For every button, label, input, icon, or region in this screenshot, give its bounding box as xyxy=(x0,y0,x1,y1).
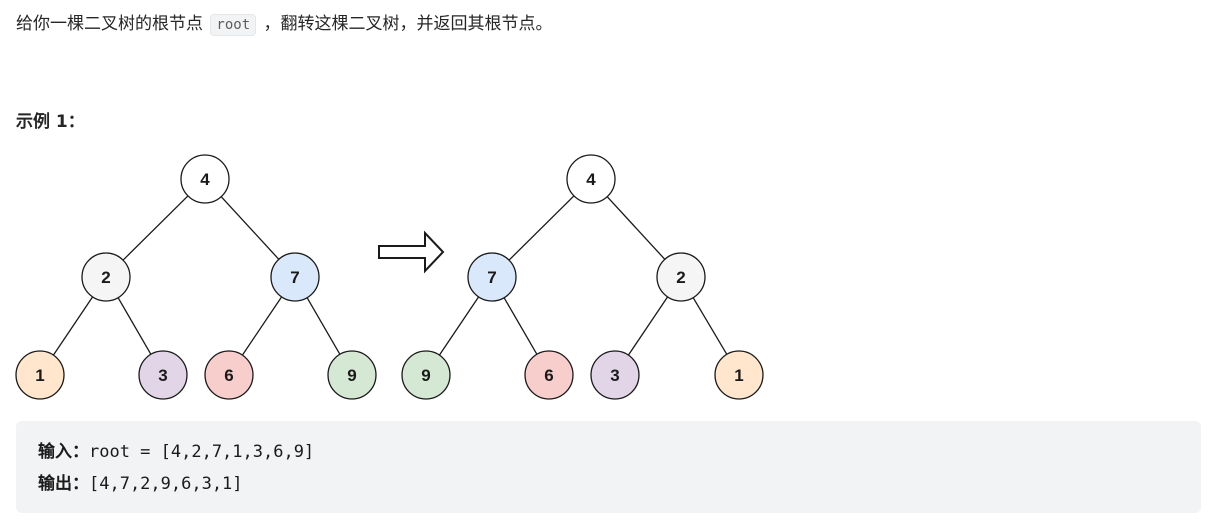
tree-node-circle xyxy=(401,350,451,400)
tree-node-label: 9 xyxy=(421,366,430,385)
example-title: 示例 1： xyxy=(16,112,85,132)
output-label: 输出： xyxy=(38,474,89,494)
tree-node-circle xyxy=(714,350,764,400)
example-input-line: 输入：root = [4,2,7,1,3,6,9] xyxy=(38,436,1179,468)
tree-node-circle xyxy=(467,252,517,302)
input-value: root = [4,2,7,1,3,6,9] xyxy=(89,442,315,462)
tree-node-circle xyxy=(81,252,131,302)
right-arrow-icon xyxy=(378,230,445,274)
original-tree-node-9: 9 xyxy=(327,350,377,400)
example-io-box: 输入：root = [4,2,7,1,3,6,9] 输出：[4,7,2,9,6,… xyxy=(16,421,1201,513)
tree-node-label: 3 xyxy=(158,366,167,385)
original-tree-node-7: 7 xyxy=(270,252,320,302)
tree-node-circle xyxy=(590,350,640,400)
inverted-tree-node-7: 7 xyxy=(467,252,517,302)
problem-description: 给你一棵二叉树的根节点 root ，翻转这棵二叉树，并返回其根节点。 xyxy=(16,10,553,39)
inverted-tree-node-1: 1 xyxy=(714,350,764,400)
inverted-tree-node-4: 4 xyxy=(566,154,616,204)
original-tree-edge-n7-n9 xyxy=(306,297,341,355)
tree-node-label: 9 xyxy=(347,366,356,385)
original-tree-node-6: 6 xyxy=(204,350,254,400)
tree-node-label: 2 xyxy=(101,268,110,287)
original-tree-edge-n2-n3 xyxy=(117,297,152,355)
tree-node-circle xyxy=(566,154,616,204)
tree-node-label: 1 xyxy=(734,366,743,385)
example-output-line: 输出：[4,7,2,9,6,3,1] xyxy=(38,468,1179,500)
original-tree-node-1: 1 xyxy=(15,350,65,400)
inverted-tree-edge-n7-n9 xyxy=(438,296,480,356)
invert-tree-figure: 4 2 7 1 3 6 9 4 7 2 9 6 3 1 xyxy=(15,154,764,400)
tree-node-circle xyxy=(327,350,377,400)
tree-node-circle xyxy=(524,350,574,400)
inverted-tree-edge-n4-n7 xyxy=(508,195,575,261)
output-value: [4,7,2,9,6,3,1] xyxy=(89,474,243,494)
tree-edges xyxy=(52,195,728,356)
tree-node-label: 4 xyxy=(200,170,210,189)
tree-node-label: 1 xyxy=(35,366,44,385)
tree-node-circle xyxy=(15,350,65,400)
input-label: 输入： xyxy=(38,442,89,462)
original-tree-edge-n7-n6 xyxy=(241,296,283,356)
original-tree-edge-n2-n1 xyxy=(52,296,94,356)
inverted-tree-edge-n7-n6 xyxy=(503,297,538,355)
inverted-tree-node-6: 6 xyxy=(524,350,574,400)
tree-node-label: 4 xyxy=(586,170,596,189)
tree-node-circle xyxy=(138,350,188,400)
tree-node-label: 7 xyxy=(487,268,496,287)
tree-node-label: 2 xyxy=(676,268,685,287)
description-text-after: ，翻转这棵二叉树，并返回其根节点。 xyxy=(258,14,553,34)
description-text-before: 给你一棵二叉树的根节点 xyxy=(16,14,209,34)
inverted-tree-node-2: 2 xyxy=(656,252,706,302)
tree-node-circle xyxy=(204,350,254,400)
tree-node-label: 6 xyxy=(544,366,553,385)
tree-node-circle xyxy=(180,154,230,204)
inverted-tree-node-9: 9 xyxy=(401,350,451,400)
tree-node-label: 7 xyxy=(290,268,299,287)
tree-node-label: 3 xyxy=(610,366,619,385)
inline-code-root: root xyxy=(210,14,257,36)
inverted-tree-edge-n2-n3 xyxy=(627,296,669,356)
original-tree-node-3: 3 xyxy=(138,350,188,400)
inverted-tree-edge-n4-n2 xyxy=(606,196,666,260)
original-tree-edge-n4-n2 xyxy=(122,195,189,261)
tree-node-circle xyxy=(270,252,320,302)
inverted-tree-edge-n2-n1 xyxy=(692,297,728,355)
tree-node-label: 6 xyxy=(224,366,233,385)
original-tree-node-4: 4 xyxy=(180,154,230,204)
tree-nodes: 4 2 7 1 3 6 9 4 7 2 9 6 3 1 xyxy=(15,154,764,400)
original-tree-edge-n4-n7 xyxy=(220,196,280,260)
inverted-tree-node-3: 3 xyxy=(590,350,640,400)
tree-node-circle xyxy=(656,252,706,302)
original-tree-node-2: 2 xyxy=(81,252,131,302)
